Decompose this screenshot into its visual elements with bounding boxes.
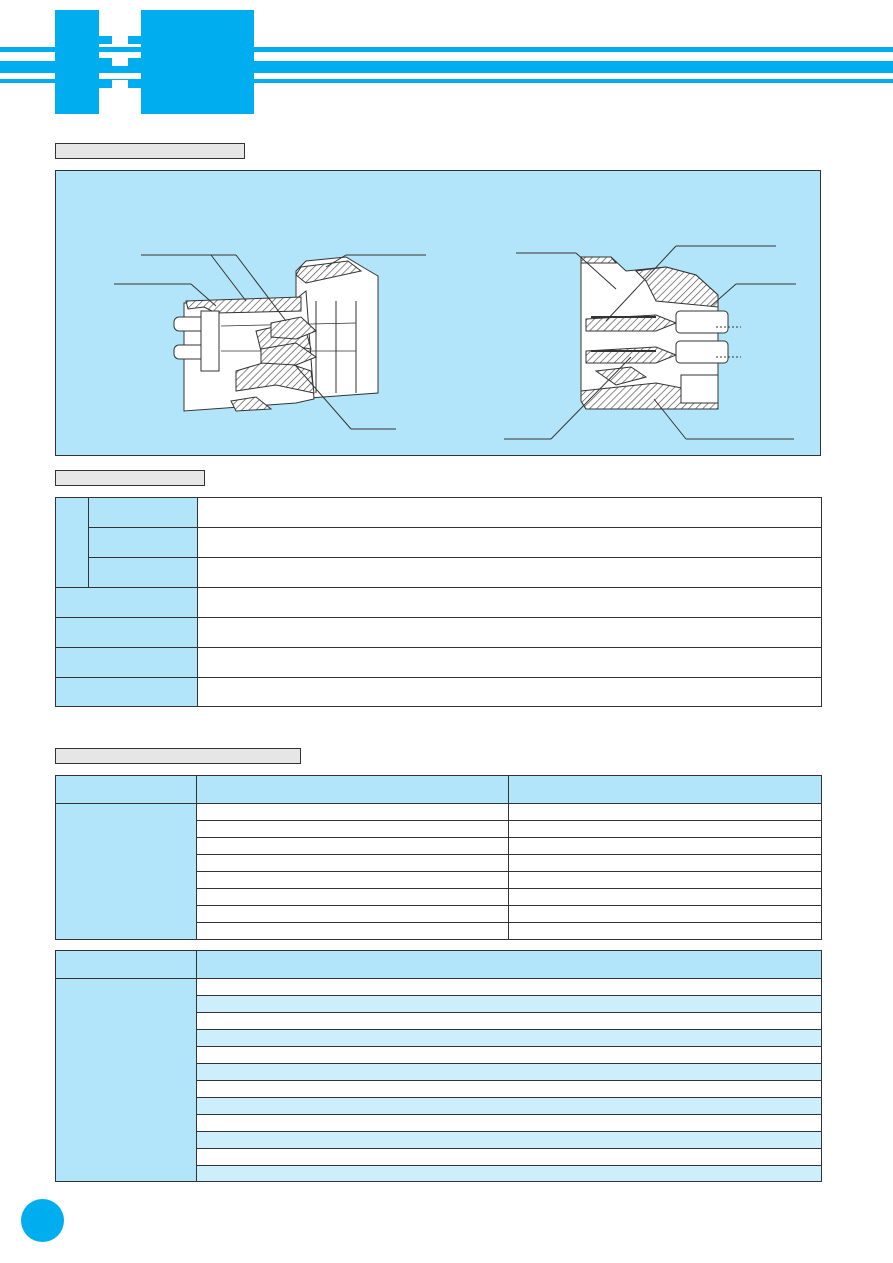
spec-value bbox=[197, 527, 822, 558]
parts-section-title bbox=[55, 748, 301, 764]
header-stripe-bottom bbox=[0, 79, 893, 83]
spec-label bbox=[55, 677, 198, 707]
material-section-title bbox=[55, 470, 205, 486]
table-cell bbox=[508, 905, 822, 923]
table-cell bbox=[196, 922, 509, 940]
table-cell bbox=[196, 871, 509, 889]
table-cell bbox=[508, 803, 822, 821]
connector-cross-section-diagram bbox=[114, 245, 796, 440]
parts-table-1 bbox=[55, 775, 822, 940]
table-cell bbox=[196, 905, 509, 923]
spec-label bbox=[55, 587, 198, 618]
table-cell bbox=[196, 1097, 822, 1115]
table-cell bbox=[196, 1114, 822, 1132]
table-cell bbox=[196, 1148, 822, 1166]
table-cell bbox=[196, 1080, 822, 1098]
spec-value bbox=[197, 497, 822, 528]
spec-value bbox=[197, 557, 822, 588]
table-cell bbox=[508, 871, 822, 889]
table-cell bbox=[508, 922, 822, 940]
spec-label bbox=[55, 647, 198, 678]
spec-value bbox=[197, 647, 822, 678]
table-cell bbox=[196, 1063, 822, 1081]
right-connector-drawing bbox=[504, 245, 796, 440]
spec-value bbox=[197, 677, 822, 707]
header-stripe-top bbox=[0, 47, 893, 52]
spec-label bbox=[88, 497, 198, 528]
spec-value bbox=[197, 587, 822, 618]
spec-label bbox=[88, 527, 198, 558]
page-number-badge bbox=[21, 1199, 64, 1242]
spec-label bbox=[55, 617, 198, 648]
table-cell bbox=[196, 1012, 822, 1030]
table-cell bbox=[196, 1029, 822, 1047]
parts-table-2 bbox=[55, 950, 822, 1182]
table-cell bbox=[196, 820, 509, 838]
table-cell bbox=[196, 995, 822, 1013]
table-header bbox=[196, 775, 509, 804]
spec-value bbox=[197, 617, 822, 648]
table-cell bbox=[508, 888, 822, 906]
table-cell bbox=[508, 837, 822, 855]
left-connector-drawing bbox=[114, 254, 426, 430]
table-cell bbox=[196, 888, 509, 906]
material-spec-table bbox=[55, 497, 822, 707]
table-cell bbox=[196, 803, 509, 821]
spec-label bbox=[88, 557, 198, 588]
cross-section-diagram-panel bbox=[55, 170, 821, 456]
group-label-cell bbox=[55, 978, 197, 1182]
group-label-cell bbox=[55, 497, 89, 588]
table-cell bbox=[196, 854, 509, 872]
table-cell bbox=[196, 1165, 822, 1182]
table-cell bbox=[508, 820, 822, 838]
structure-section-title bbox=[55, 143, 245, 159]
table-header bbox=[508, 775, 822, 804]
table-cell bbox=[508, 854, 822, 872]
table-cell bbox=[196, 1046, 822, 1064]
table-cell bbox=[196, 978, 822, 996]
table-header bbox=[55, 950, 197, 979]
table-cell bbox=[196, 1131, 822, 1149]
table-header bbox=[196, 950, 822, 979]
table-cell bbox=[196, 837, 509, 855]
table-header bbox=[55, 775, 197, 804]
group-label-cell bbox=[55, 803, 197, 940]
